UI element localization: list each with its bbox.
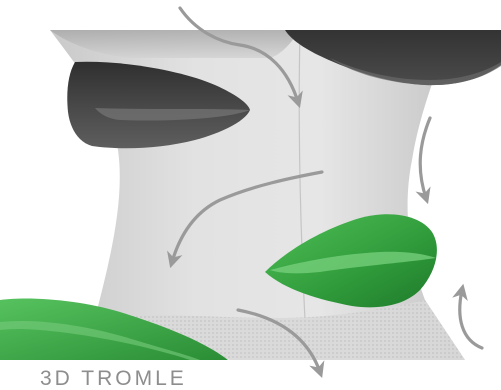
arrow-right-up-icon	[460, 290, 482, 348]
caption-label: 3D TROMLE	[40, 368, 187, 389]
arrow-right-down-icon	[420, 118, 430, 198]
